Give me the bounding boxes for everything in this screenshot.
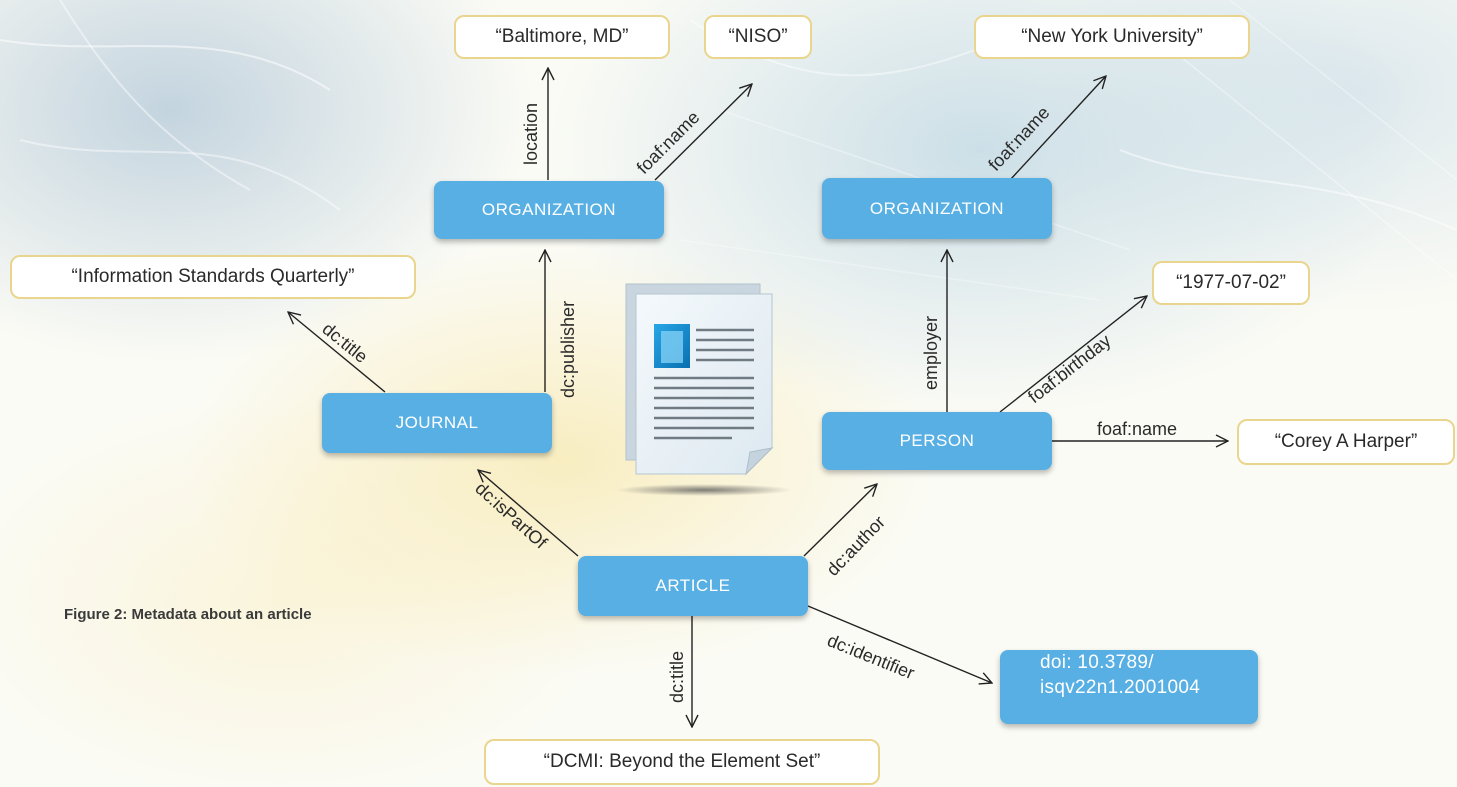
doi-line-1: doi: 10.3789/ <box>1040 652 1154 673</box>
edge-label-identifier: dc:identifier <box>825 630 918 683</box>
edge-label-article-title: dc:title <box>667 651 687 703</box>
edge-ispartof-line <box>478 470 579 557</box>
edge-identifier-line <box>807 605 992 683</box>
node-organization-publisher: ORGANIZATION <box>434 181 664 239</box>
edge-label-publisher: dc:publisher <box>558 301 578 398</box>
node-person: PERSON <box>822 412 1052 470</box>
literal-new-york-university: “New York University” <box>974 15 1250 59</box>
figure-caption: Figure 2: Metadata about an article <box>64 606 312 623</box>
literal-dcmi-title: “DCMI: Beyond the Element Set” <box>484 739 880 785</box>
node-organization-employer: ORGANIZATION <box>822 178 1052 239</box>
edge-label-author: dc:author <box>822 512 889 580</box>
document-icon <box>616 283 792 496</box>
literal-corey-a-harper: “Corey A Harper” <box>1237 419 1455 465</box>
edge-author-line <box>803 484 877 557</box>
edge-journal-title-line <box>288 312 386 393</box>
literal-information-standards-quarterly: “Information Standards Quarterly” <box>10 255 416 299</box>
edge-org1-name-line <box>654 84 752 181</box>
edge-org2-name-line <box>1009 76 1106 181</box>
node-journal: JOURNAL <box>322 393 552 453</box>
literal-baltimore: “Baltimore, MD” <box>454 15 670 59</box>
edge-label-ispartof: dc:isPartOf <box>471 478 551 553</box>
edge-birthday-line <box>999 296 1147 413</box>
edge-label-person-name: foaf:name <box>1097 419 1177 439</box>
edge-label-employer: employer <box>921 316 941 390</box>
literal-birthday: “1977-07-02” <box>1152 261 1310 305</box>
literal-niso: “NISO” <box>704 15 812 59</box>
edge-label-location: location <box>521 103 541 165</box>
edge-label-birthday: foaf:birthday <box>1024 330 1114 407</box>
node-doi-identifier: doi: 10.3789/ isqv22n1.2001004 <box>1000 650 1258 724</box>
node-article: ARTICLE <box>578 556 808 616</box>
doi-line-2: isqv22n1.2001004 <box>1040 677 1201 698</box>
edge-label-org2-name: foaf:name <box>984 103 1053 175</box>
